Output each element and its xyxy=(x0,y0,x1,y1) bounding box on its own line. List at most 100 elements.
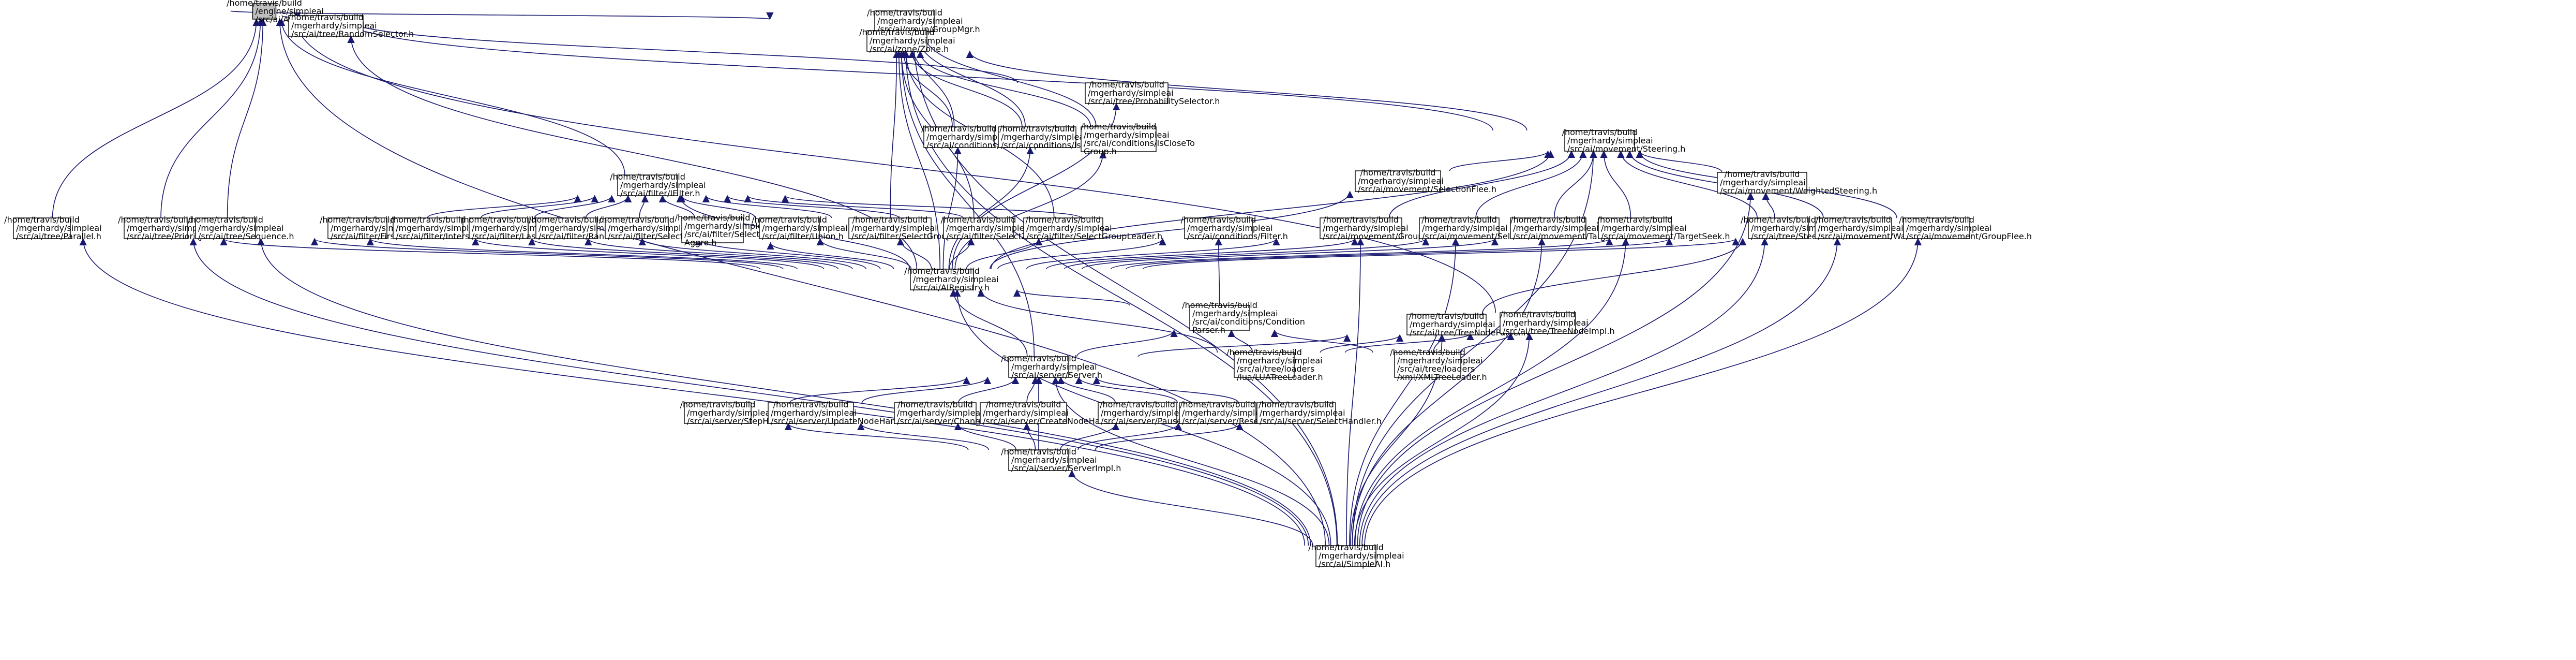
node-label-line: /mgerhardy/simpleai xyxy=(291,21,377,31)
node-label-line: /mgerhardy/simpleai xyxy=(913,274,999,284)
node-weightedsteering[interactable]: /home/travis/build/mgerhardy/simpleai/sr… xyxy=(1717,169,1877,196)
node-condparser[interactable]: /home/travis/build/mgerhardy/simpleai/sr… xyxy=(1182,300,1305,335)
edge-serverimpl-to-resethandler xyxy=(1077,422,1182,450)
node-label-line: /home/travis/build xyxy=(680,400,756,409)
node-sequence[interactable]: /home/travis/build/mgerhardy/simpleai/sr… xyxy=(188,215,294,241)
node-treenodeimpl[interactable]: /home/travis/build/mgerhardy/simpleai/sr… xyxy=(1500,310,1615,336)
edge-selecthighest-to-ifilter xyxy=(658,195,695,218)
node-label-line: /mgerhardy/simpleai xyxy=(877,16,963,26)
node-iscloseto[interactable]: /home/travis/build/mgerhardy/simpleai/sr… xyxy=(1081,122,1195,156)
edge-steer-to-weightedsteering xyxy=(1762,192,1775,218)
node-selectgroupmembers[interactable]: /home/travis/build/mgerhardy/simpleai/sr… xyxy=(848,215,998,241)
node-label-line: /mgerhardy/simpleai xyxy=(1397,356,1483,365)
node-label-line: /src/ai/tree/loaders xyxy=(1237,364,1314,374)
edge-airegistry-to-sequence xyxy=(366,238,798,270)
edge-sequence-to-ai xyxy=(227,18,267,218)
node-label-line: /mgerhardy/simpleai xyxy=(1513,223,1599,233)
node-parallel[interactable]: /home/travis/build/mgerhardy/simpleai/sr… xyxy=(4,215,101,241)
node-label-line: /mgerhardy/simpleai xyxy=(608,223,694,233)
node-label-line: /mgerhardy/simpleai xyxy=(1567,136,1653,145)
node-label-line: /mgerhardy/simpleai xyxy=(1101,408,1187,418)
node-createnodehandler[interactable]: /home/travis/build/mgerhardy/simpleai/sr… xyxy=(980,400,1129,426)
node-label-line: /mgerhardy/simpleai xyxy=(983,408,1069,418)
node-filterunion[interactable]: /home/travis/build/mgerhardy/simpleai/sr… xyxy=(752,215,847,241)
node-probsel[interactable]: /home/travis/build/mgerhardy/simpleai/sr… xyxy=(1085,80,1220,106)
node-label-line: /src/ai/tree/RandomSelector.h xyxy=(291,29,414,39)
node-isingroup[interactable]: /home/travis/build/mgerhardy/simpleai/sr… xyxy=(921,124,1047,150)
node-lualoader[interactable]: /home/travis/build/mgerhardy/simpleai/sr… xyxy=(1226,347,1323,382)
node-server[interactable]: /home/travis/build/mgerhardy/simpleai/sr… xyxy=(1001,354,1102,380)
edge-serverimpl-to-pausehandler xyxy=(1060,422,1120,450)
edge-simpleai-to-prioritysel xyxy=(189,238,1309,546)
edge-ifilter-to-ai xyxy=(277,18,625,175)
node-selecthandler[interactable]: /home/travis/build/mgerhardy/simpleai/sr… xyxy=(1256,400,1382,426)
node-ai[interactable]: /home/travis/build/engine/simpleai/src/a… xyxy=(227,0,324,24)
node-label-line: /xml/XMLTreeLoader.h xyxy=(1397,372,1487,382)
edge-steer-to-steering xyxy=(1617,150,1758,218)
node-box xyxy=(1098,402,1177,424)
node-label-line: /home/travis/build xyxy=(1360,168,1436,178)
node-xmlloader[interactable]: /home/travis/build/mgerhardy/simpleai/sr… xyxy=(1390,347,1487,382)
node-selectzone[interactable]: /home/travis/build/mgerhardy/simpleai/sr… xyxy=(941,215,1051,241)
node-selectionflee[interactable]: /home/travis/build/mgerhardy/simpleai/sr… xyxy=(1355,168,1496,194)
edge-simpleai-to-ai xyxy=(276,18,1326,546)
node-label-line: /mgerhardy/simpleai xyxy=(1182,408,1268,418)
node-label-line: /home/travis/build xyxy=(1421,215,1497,225)
edge-airegistry-to-selectionflee xyxy=(989,190,1354,270)
node-airegistry[interactable]: /home/travis/build/mgerhardy/simpleai/sr… xyxy=(904,266,998,292)
node-label-line: /home/travis/build xyxy=(1500,310,1576,319)
node-simpleai[interactable]: /home/travis/build/mgerhardy/simpleai/sr… xyxy=(1308,542,1404,569)
edge-airegistry-to-parallel xyxy=(220,238,761,270)
node-label-line: /src/ai/movement/GroupFlee.h xyxy=(1906,231,2032,241)
node-label-line: /engine/simpleai xyxy=(256,6,324,16)
node-label-line: /home/travis/build xyxy=(599,215,675,225)
node-ifilter[interactable]: /home/travis/build/mgerhardy/simpleai/sr… xyxy=(610,172,706,198)
node-label-line: /mgerhardy/simpleai xyxy=(1001,132,1087,142)
node-box xyxy=(605,217,669,239)
node-serverimpl[interactable]: /home/travis/build/mgerhardy/simpleai/sr… xyxy=(1001,447,1121,473)
edge-simpleai-to-parallel xyxy=(79,238,1306,546)
edge-airegistry-to-filterrandom xyxy=(638,238,867,270)
edge-serverimpl-to-createnodehandler xyxy=(1023,422,1036,450)
edge-server-to-condparser xyxy=(1076,329,1178,357)
node-label-line: /home/travis/build xyxy=(1725,169,1800,179)
node-label-line: /home/travis/build xyxy=(1741,215,1816,225)
edge-parallel-to-ai xyxy=(52,18,260,218)
node-box xyxy=(866,30,927,52)
node-label-line: /home/travis/build xyxy=(1089,80,1164,90)
node-label-line: /home/travis/build xyxy=(675,213,751,223)
node-box xyxy=(1085,82,1169,104)
node-label-line: /mgerhardy/simpleai xyxy=(1237,356,1323,365)
node-label-line: Aggro.h xyxy=(684,238,716,247)
node-label-line: /home/travis/build xyxy=(1001,354,1076,363)
node-label-line: /mgerhardy/simpleai xyxy=(1084,130,1170,140)
node-label-line: /home/travis/build xyxy=(118,215,193,225)
node-label-line: /home/travis/build xyxy=(921,124,997,134)
node-steering[interactable]: /home/travis/build/mgerhardy/simpleai/sr… xyxy=(1562,127,1686,154)
node-updatenodehandler[interactable]: /home/travis/build/mgerhardy/simpleai/sr… xyxy=(768,400,919,426)
node-box xyxy=(943,217,1014,239)
node-box xyxy=(1008,356,1069,378)
node-randomsel[interactable]: /home/travis/build/mgerhardy/simpleai/sr… xyxy=(288,12,414,39)
node-box xyxy=(252,3,277,20)
edge-selecthandler-to-server xyxy=(1092,376,1239,403)
node-selectgroupleader[interactable]: /home/travis/build/mgerhardy/simpleai/sr… xyxy=(1023,215,1162,241)
node-box xyxy=(980,402,1067,424)
node-condfilter[interactable]: /home/travis/build/mgerhardy/simpleai/sr… xyxy=(1181,215,1288,241)
node-targetseek[interactable]: /home/travis/build/mgerhardy/simpleai/sr… xyxy=(1597,215,1730,241)
node-label-line: /src/ai/movement/SelectionFlee.h xyxy=(1358,184,1496,194)
edge-airegistry-to-groupseek xyxy=(1026,238,1280,270)
node-box xyxy=(1406,314,1487,335)
node-box xyxy=(1179,402,1256,424)
edge-serverimpl-to-updatenodehandler xyxy=(857,422,989,450)
node-label-line: /home/travis/build xyxy=(188,215,263,225)
node-label-line: /home/travis/build xyxy=(1226,347,1302,357)
node-treenodeparser[interactable]: /home/travis/build/mgerhardy/simpleai/sr… xyxy=(1406,311,1529,338)
edge-serverimpl-to-stephandler xyxy=(784,422,969,450)
node-groupflee[interactable]: /home/travis/build/mgerhardy/simpleai/sr… xyxy=(1899,215,2032,241)
edge-airegistry-to-selectempty xyxy=(695,238,881,270)
node-zone[interactable]: /home/travis/build/mgerhardy/simpleai/sr… xyxy=(859,27,955,54)
node-label-line: /src/ai/server/SelectHandler.h xyxy=(1260,416,1382,426)
node-label-line: /home/travis/build xyxy=(1100,400,1175,409)
node-groupmgr[interactable]: /home/travis/build/mgerhardy/simpleai/sr… xyxy=(867,8,980,34)
